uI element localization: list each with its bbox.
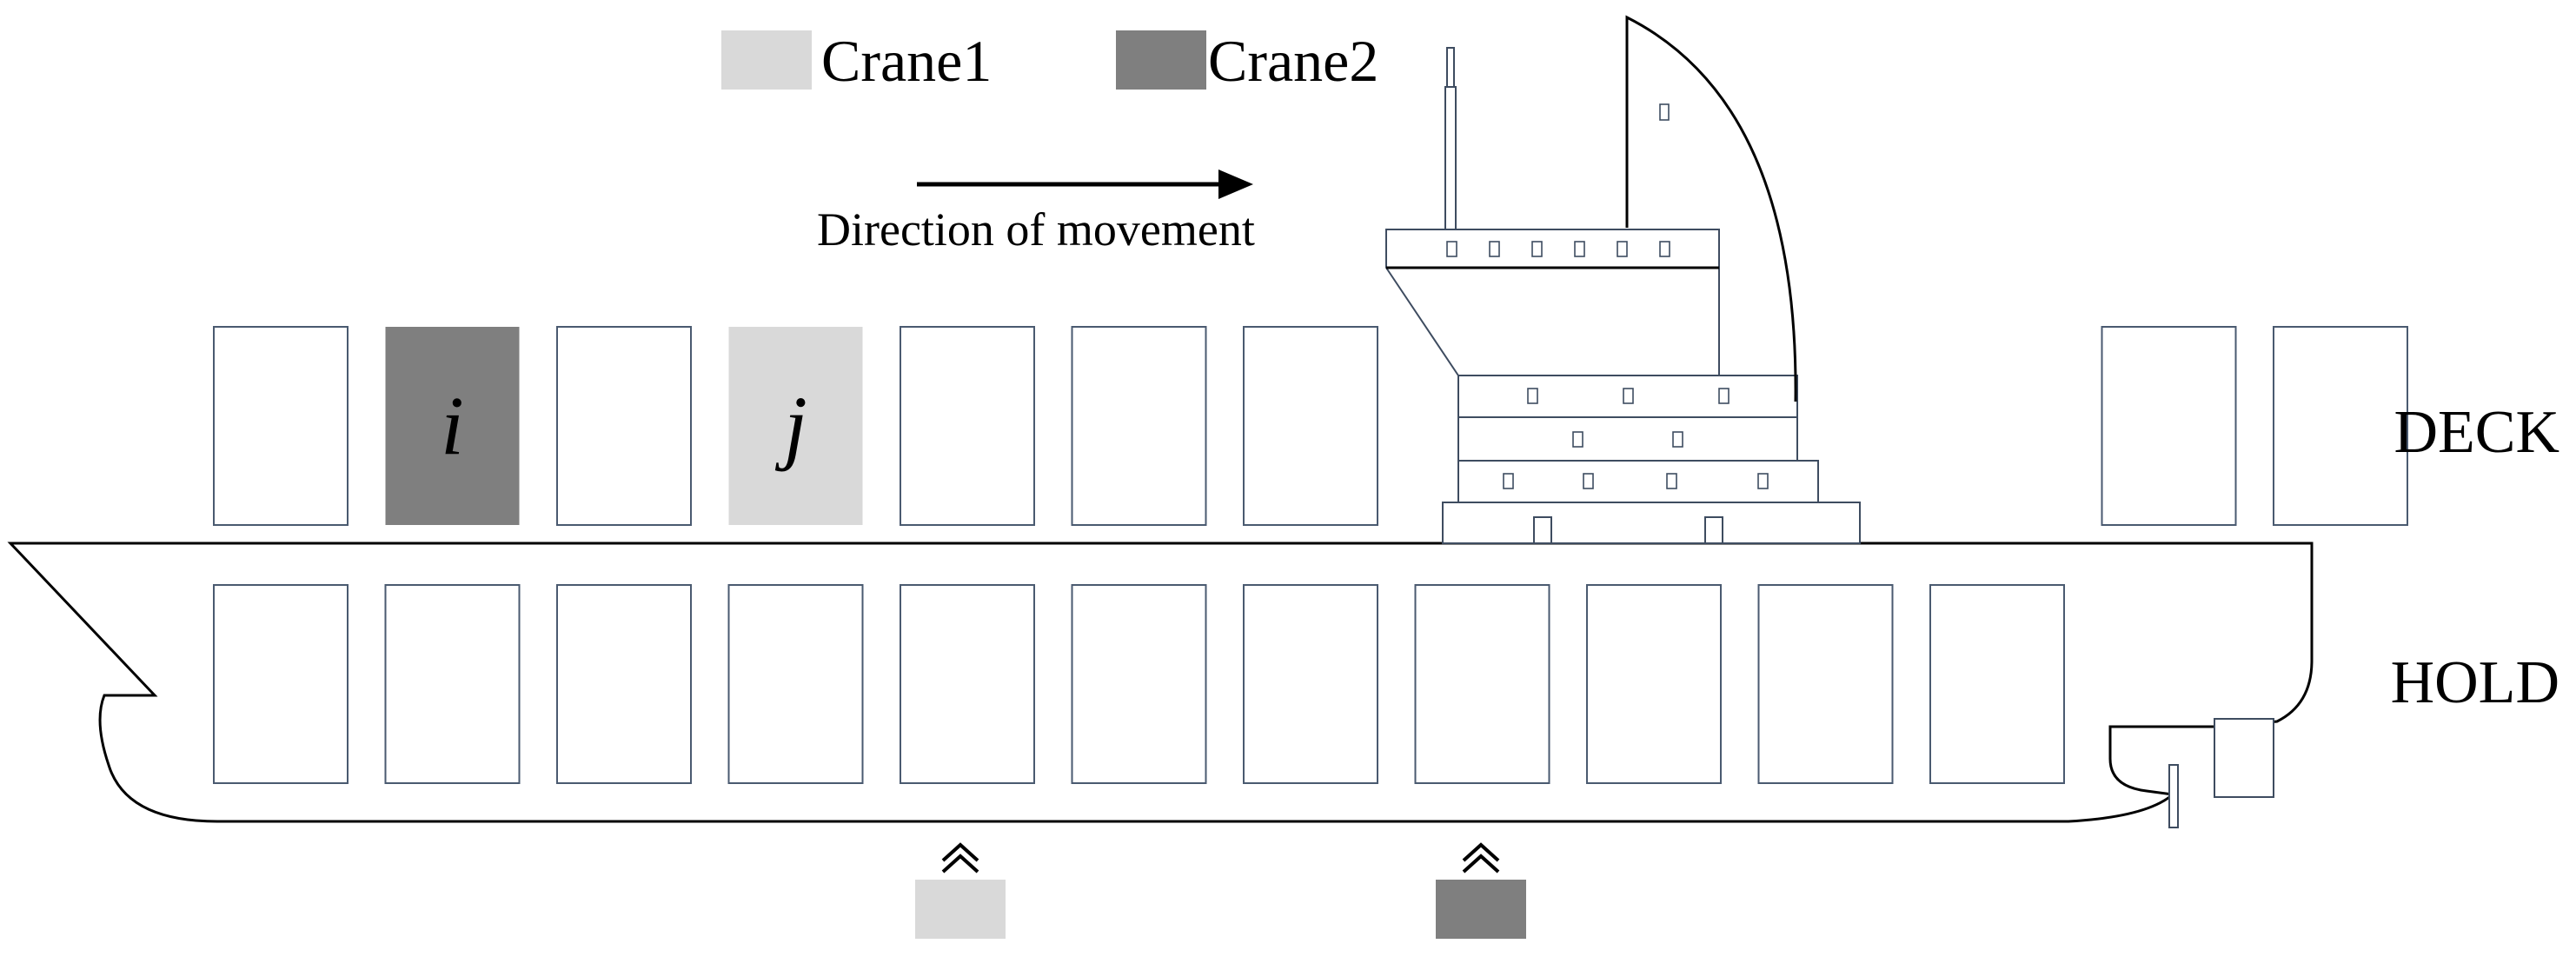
legend-label-crane1: Crane1 [821, 28, 992, 94]
hold-bay [1243, 584, 1378, 784]
deck-label: DECK [2393, 399, 2559, 466]
ship-rudder [2214, 718, 2274, 798]
hold-bay [384, 584, 521, 784]
superstructure-base [1442, 502, 1861, 544]
superstructure-windows [1446, 241, 1769, 489]
legend-swatch-crane2 [1116, 30, 1206, 90]
double-chevron-up-icon [941, 842, 979, 874]
hold-bay [213, 584, 349, 784]
superstructure-bridge [1385, 229, 1720, 376]
window [1446, 241, 1457, 257]
deck-bay [728, 327, 863, 525]
deck-bay [2101, 326, 2237, 526]
window [1666, 473, 1677, 489]
superstructure-door [1533, 516, 1552, 544]
mast-top [1446, 47, 1455, 88]
window [1527, 388, 1538, 404]
deck-bay [213, 326, 349, 526]
window [1572, 431, 1583, 448]
funnel-window [1659, 103, 1670, 121]
hold-bays [213, 584, 2065, 784]
arrow-right-icon [1218, 169, 1253, 199]
mast [1444, 86, 1457, 230]
window [1672, 431, 1683, 448]
deck-bay [1071, 326, 1207, 526]
deck-bay-label: i [441, 379, 464, 472]
window [1489, 241, 1500, 257]
legend-swatch-crane1 [721, 30, 812, 90]
window [1503, 473, 1514, 489]
window [1659, 241, 1670, 257]
hold-bay [1929, 584, 2065, 784]
window [1583, 473, 1594, 489]
deck-bay [900, 326, 1035, 526]
deck-bay [2273, 326, 2408, 526]
hold-bay [556, 584, 692, 784]
ship-propeller-shaft [2168, 764, 2179, 828]
funnel [1625, 15, 1797, 402]
window [1623, 388, 1634, 404]
superstructure-tier-2 [1457, 416, 1798, 462]
crane-marker-crane1 [915, 842, 1006, 939]
window [1531, 241, 1543, 257]
hold-bay [1071, 584, 1207, 784]
hold-bay [1414, 584, 1550, 784]
ship-superstructure [1385, 15, 1861, 544]
direction-label: Direction of movement [817, 203, 1255, 256]
crane-marker-crane2 [1436, 842, 1526, 939]
window [1757, 473, 1769, 489]
window [1718, 388, 1730, 404]
hold-bay [1757, 584, 1894, 784]
double-chevron-up-icon [1462, 842, 1500, 874]
direction-arrow [917, 169, 1253, 199]
hold-label: HOLD [2391, 649, 2559, 716]
legend-label-crane2: Crane2 [1208, 28, 1378, 94]
hold-bay [900, 584, 1035, 784]
hold-bay [1586, 584, 1722, 784]
window [1574, 241, 1585, 257]
deck-bay [556, 326, 692, 526]
deck-bay [385, 327, 520, 525]
legend: Crane1 Crane2 [721, 28, 1378, 94]
cranes-below [915, 842, 1526, 939]
crane-block [915, 880, 1006, 939]
window [1617, 241, 1628, 257]
superstructure-door [1704, 516, 1723, 544]
hold-bay [727, 584, 864, 784]
deck-bay [1243, 326, 1378, 526]
ship-hull [7, 542, 2314, 823]
crane-block [1436, 880, 1526, 939]
